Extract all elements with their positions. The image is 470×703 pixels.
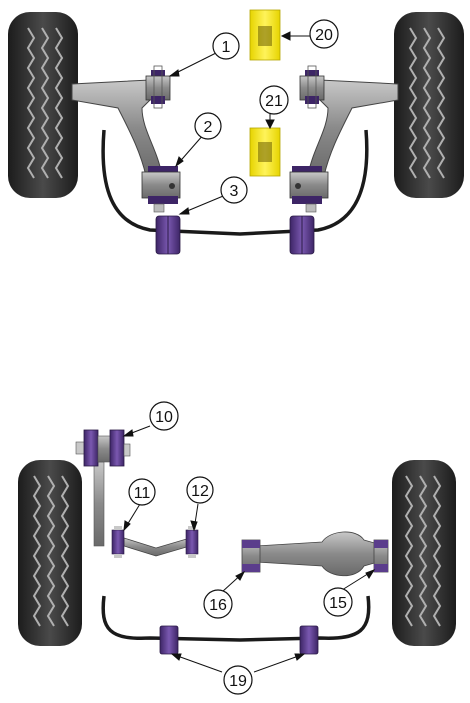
callout-3-label: 3 bbox=[230, 183, 239, 200]
callout-2: 2 bbox=[194, 112, 222, 140]
callout-19-label: 19 bbox=[229, 673, 247, 690]
front-wishbone-rear-bush-right bbox=[289, 166, 329, 213]
rear-anti-roll-bar-bush-left bbox=[159, 625, 179, 655]
front-wishbone-front-bush-left bbox=[145, 65, 171, 109]
front-wishbone-front-bush-right bbox=[299, 65, 325, 109]
callout-leader-lines bbox=[122, 31, 376, 673]
front-anti-roll-bar-bush-left bbox=[155, 215, 181, 255]
callout-21: 21 bbox=[259, 85, 289, 115]
engine-mount-insert-lower bbox=[249, 127, 281, 177]
callout-11-label: 11 bbox=[134, 485, 151, 502]
callout-16: 16 bbox=[203, 589, 233, 619]
front-left-tyre bbox=[8, 12, 78, 198]
callout-19: 19 bbox=[223, 665, 253, 695]
callout-12: 12 bbox=[186, 476, 214, 504]
callout-10: 10 bbox=[149, 401, 179, 431]
rear-left-tyre bbox=[18, 460, 82, 646]
front-axle-group bbox=[8, 9, 464, 255]
front-right-tyre bbox=[394, 12, 464, 198]
callout-15: 15 bbox=[323, 587, 353, 617]
callout-3: 3 bbox=[220, 176, 248, 204]
callout-20-label: 20 bbox=[315, 27, 333, 44]
rear-trailing-arm bbox=[241, 531, 389, 577]
front-wishbone-rear-bush-left bbox=[141, 166, 181, 213]
rear-right-tyre bbox=[392, 460, 456, 646]
rear-axle-group bbox=[18, 429, 456, 655]
rear-shock-absorber bbox=[75, 429, 131, 547]
rear-anti-roll-bar bbox=[101, 595, 371, 642]
callout-15-label: 15 bbox=[329, 595, 347, 612]
rear-lateral-link bbox=[111, 526, 199, 558]
callout-1: 1 bbox=[212, 32, 240, 60]
front-anti-roll-bar bbox=[101, 129, 369, 236]
front-anti-roll-bar-bush-right bbox=[289, 215, 315, 255]
callout-12-label: 12 bbox=[191, 483, 209, 500]
rear-anti-roll-bar-bush-right bbox=[299, 625, 319, 655]
callout-21-label: 21 bbox=[265, 93, 283, 110]
callout-10-label: 10 bbox=[155, 409, 173, 426]
callout-20: 20 bbox=[309, 19, 339, 49]
callout-11: 11 bbox=[128, 478, 156, 506]
callout-16-label: 16 bbox=[209, 597, 227, 614]
callout-markers: 1 2 3 20 21 10 11 12 bbox=[128, 19, 353, 695]
callout-2-label: 2 bbox=[204, 119, 213, 136]
callout-1-label: 1 bbox=[222, 39, 231, 56]
engine-mount-insert-upper bbox=[249, 9, 281, 61]
